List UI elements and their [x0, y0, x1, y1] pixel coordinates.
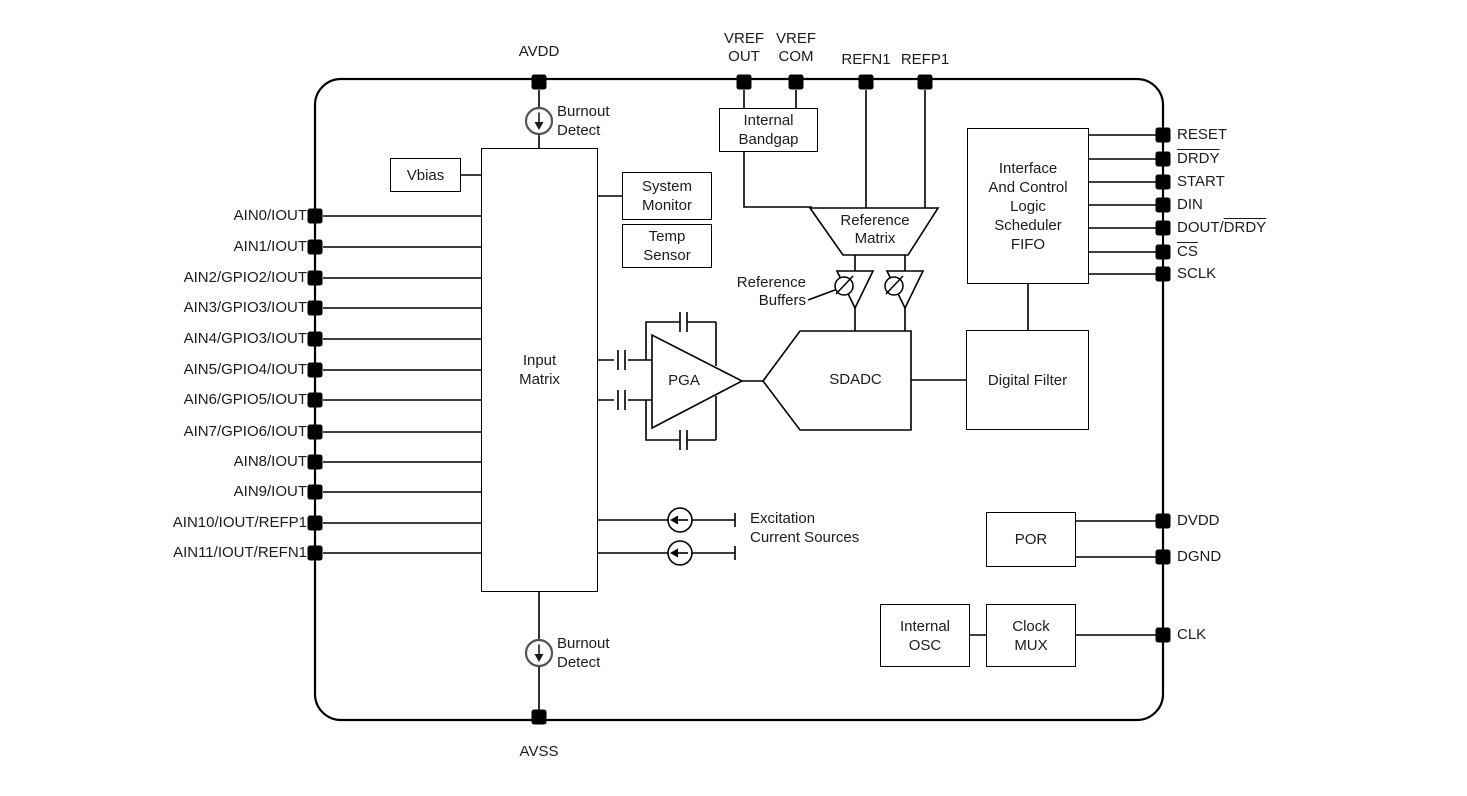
pin-label-ain3: AIN3/GPIO3/IOUT	[183, 299, 307, 316]
pin-label-ain8: AIN8/IOUT	[233, 453, 307, 470]
pin-start	[1155, 174, 1171, 190]
digital-filter-label: Digital Filter	[987, 371, 1068, 389]
block-clock-mux: Clock MUX	[986, 604, 1076, 667]
block-interface-control: Interface And Control Logic Scheduler FI…	[967, 128, 1089, 284]
pin-ain7	[307, 424, 323, 440]
block-system-monitor: System Monitor	[622, 172, 712, 220]
pin-label-dvdd: DVDD	[1177, 512, 1220, 529]
pin-label-ain6: AIN6/GPIO5/IOUT	[183, 391, 307, 408]
pin-label-reset: RESET	[1177, 126, 1228, 143]
burnout-detect-top-label: Burnout Detect	[557, 103, 610, 139]
pin-ain10	[307, 515, 323, 531]
pin-avss	[531, 709, 547, 725]
pin-dout	[1155, 220, 1171, 236]
pin-label-ain0: AIN0/IOUT	[233, 207, 307, 224]
pin-label-clk: CLK	[1177, 626, 1207, 643]
pin-label-avss: AVSS	[519, 743, 559, 760]
block-internal-osc: Internal OSC	[880, 604, 970, 667]
pin-label-ain5: AIN5/GPIO4/IOUT	[183, 361, 307, 378]
pin-ain2	[307, 270, 323, 286]
reference-buffers-label: Reference Buffers	[736, 274, 806, 309]
pin-ain11	[307, 545, 323, 561]
pin-label-start: START	[1177, 173, 1225, 190]
block-por: POR	[986, 512, 1076, 567]
excitation-current-sources-label: Excitation Current Sources	[750, 510, 860, 546]
input-matrix-label: Input Matrix	[519, 352, 560, 388]
internal-bandgap-label: Internal Bandgap	[738, 112, 799, 148]
pin-vrefcom	[788, 74, 804, 90]
clock-mux-label: Clock MUX	[1012, 617, 1050, 654]
pin-label-sclk: SCLK	[1177, 265, 1217, 282]
pin-label-ain9: AIN9/IOUT	[233, 483, 307, 500]
pin-ain9	[307, 484, 323, 500]
block-temp-sensor: Temp Sensor	[622, 224, 712, 268]
pin-reset	[1155, 127, 1171, 143]
pin-din	[1155, 197, 1171, 213]
pin-refp1	[917, 74, 933, 90]
pin-dvdd	[1155, 513, 1171, 529]
pin-label-refp1: REFP1	[900, 51, 950, 68]
pin-label-vrefcom: VREF COM	[775, 30, 816, 65]
reference-matrix-shape	[808, 207, 940, 256]
block-digital-filter: Digital Filter	[966, 330, 1089, 430]
pga-triangle	[651, 333, 744, 430]
pin-label-ain10: AIN10/IOUT/REFP1	[172, 514, 307, 531]
pin-label-din: DIN	[1177, 196, 1203, 213]
pin-ain3	[307, 300, 323, 316]
pin-ain6	[307, 392, 323, 408]
pin-clk	[1155, 627, 1171, 643]
vbias-label: Vbias	[406, 166, 445, 184]
pin-cs	[1155, 244, 1171, 260]
pin-label-ain11: AIN11/IOUT/REFN1	[173, 544, 307, 561]
pin-label-ain1: AIN1/IOUT	[233, 238, 307, 255]
analog-shapes	[651, 207, 940, 431]
pin-ain4	[307, 331, 323, 347]
pin-refn1	[858, 74, 874, 90]
pin-label-avdd: AVDD	[518, 43, 560, 60]
pin-avdd	[531, 74, 547, 90]
system-monitor-label: System Monitor	[641, 178, 693, 214]
pin-label-ain7: AIN7/GPIO6/IOUT	[183, 423, 307, 440]
pin-label-dgnd: DGND	[1177, 548, 1222, 565]
pin-sclk	[1155, 266, 1171, 282]
pin-label-vrefout: VREF OUT	[723, 30, 764, 65]
sdadc-shape	[762, 330, 912, 431]
package-pins	[307, 74, 1171, 725]
pga-label: PGA	[668, 372, 700, 389]
pin-label-dout-drdy: DOUT/DRDY	[1177, 219, 1267, 236]
pin-vrefout	[736, 74, 752, 90]
pin-ain8	[307, 454, 323, 470]
block-vbias: Vbias	[390, 158, 461, 192]
buffer-switches	[834, 275, 904, 296]
pin-dgnd	[1155, 549, 1171, 565]
interface-label: Interface And Control Logic Scheduler FI…	[988, 159, 1068, 253]
sdadc-label: SDADC	[829, 371, 882, 388]
pin-drdy	[1155, 151, 1171, 167]
block-input-matrix: Input Matrix	[481, 148, 598, 592]
pin-label-cs: CS	[1177, 243, 1198, 260]
pin-label-drdy: DRDY	[1177, 150, 1220, 167]
pin-label-ain2: AIN2/GPIO2/IOUT	[183, 269, 307, 286]
pin-label-ain4: AIN4/GPIO3/IOUT	[183, 330, 307, 347]
reference-matrix-label: Reference Matrix	[840, 212, 910, 247]
pin-ain5	[307, 362, 323, 378]
pin-ain1	[307, 239, 323, 255]
temp-sensor-label: Temp Sensor	[643, 228, 691, 264]
pin-label-refn1: REFN1	[841, 51, 891, 68]
burnout-detect-bottom-label: Burnout Detect	[557, 635, 610, 671]
burnout-detectors	[524, 106, 554, 668]
wires	[323, 90, 1156, 710]
excitation-sources	[667, 507, 693, 566]
por-label: POR	[1014, 531, 1048, 548]
block-internal-bandgap: Internal Bandgap	[719, 108, 818, 152]
internal-osc-label: Internal OSC	[899, 617, 951, 654]
pin-ain0	[307, 208, 323, 224]
